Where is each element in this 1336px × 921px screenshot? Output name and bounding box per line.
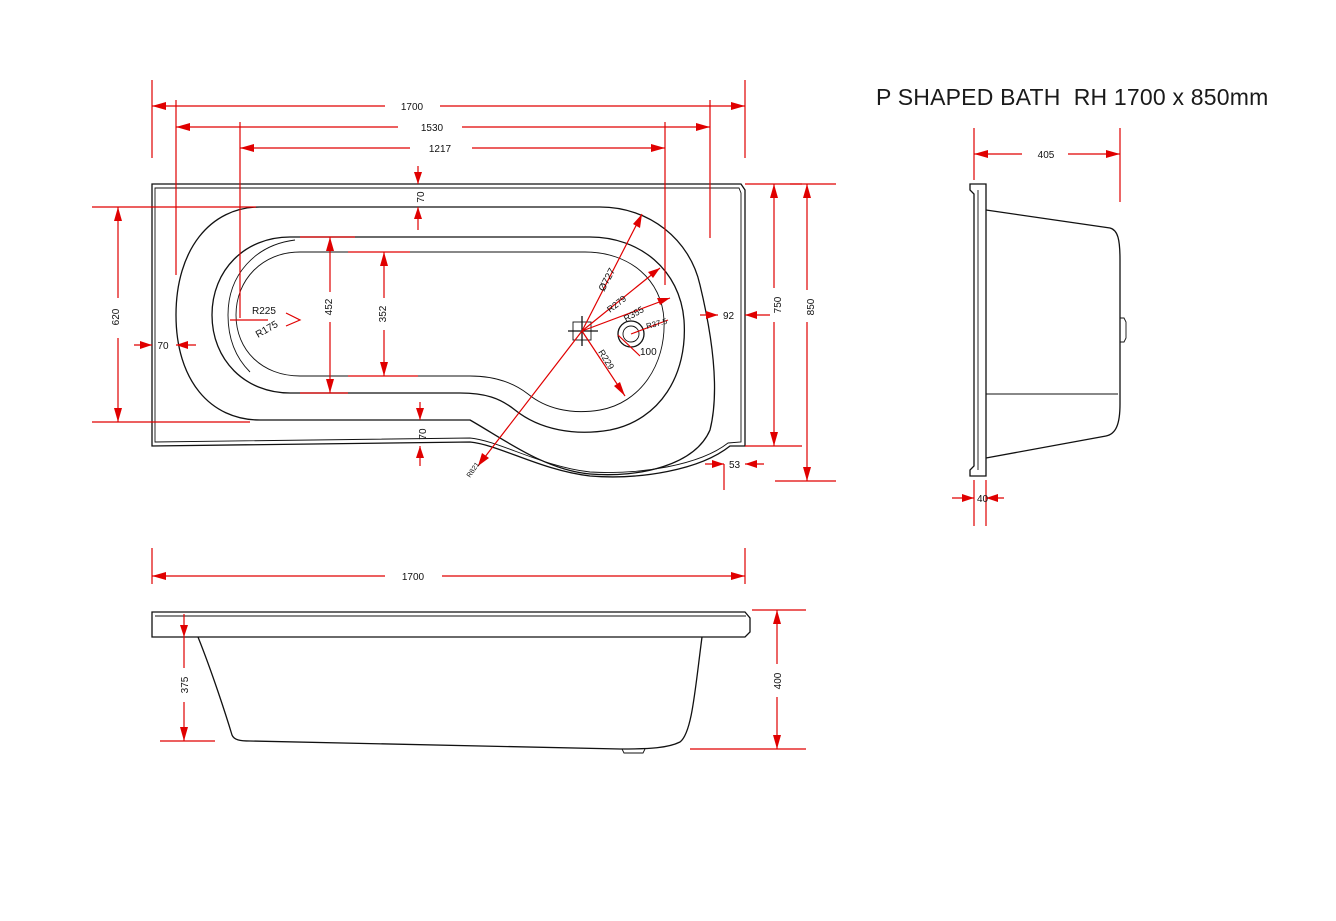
dim-70-bottom-label: 70 xyxy=(418,428,429,440)
end-body xyxy=(985,209,1121,459)
plan-rim-inner-edge xyxy=(154,187,742,473)
dim-waste-100-label: 100 xyxy=(640,347,657,358)
dim-1700-label: 1700 xyxy=(401,102,424,113)
dim-400-label: 400 xyxy=(773,672,784,689)
dim-620-label: 620 xyxy=(111,308,122,325)
dim-53-label: 53 xyxy=(729,460,741,471)
dim-352-label: 352 xyxy=(378,305,389,322)
plan-view: 1700 1530 1217 70 xyxy=(92,80,836,490)
dim-1700-side: 1700 xyxy=(151,548,746,584)
dim-40-label: 40 xyxy=(977,494,989,505)
plan-bowl-outer xyxy=(175,206,716,476)
plan-outer-rim xyxy=(151,183,746,478)
dim-70-top-label: 70 xyxy=(416,191,427,203)
end-waste xyxy=(1120,317,1127,343)
dim-1700-side-label: 1700 xyxy=(402,572,425,583)
dim-70-top: 70 xyxy=(414,166,427,230)
dim-352: 352 xyxy=(348,251,418,377)
plan-bowl-ledge xyxy=(211,236,686,433)
dim-r229-label: R229 xyxy=(596,348,616,372)
dim-375: 375 xyxy=(160,614,215,742)
dim-40: 40 xyxy=(952,480,1004,526)
plan-bowl-base xyxy=(235,251,665,413)
dim-waste-100: 100 xyxy=(617,334,657,358)
dim-1700-top: 1700 xyxy=(151,80,746,158)
dim-d727-label: Ø727 xyxy=(597,266,618,293)
dim-452-label: 452 xyxy=(324,298,335,315)
end-elevation: 405 40 xyxy=(952,128,1127,526)
dim-1530: 1530 xyxy=(175,100,711,275)
centre-mark-box xyxy=(572,321,592,341)
plan-bowl-base-inner xyxy=(227,239,296,373)
dim-405: 405 xyxy=(973,128,1121,202)
dim-1217: 1217 xyxy=(239,122,666,318)
dim-92-label: 92 xyxy=(723,311,735,322)
dim-850-label: 850 xyxy=(806,298,817,315)
dim-70-left-label: 70 xyxy=(157,341,169,352)
dim-r225-label: R225 xyxy=(252,306,276,317)
dim-375-label: 375 xyxy=(180,676,191,693)
side-rim xyxy=(151,611,751,638)
dim-53: 53 xyxy=(705,460,764,490)
drawing-title: P SHAPED BATH RH 1700 x 850mm xyxy=(876,84,1269,110)
dim-r375-label: R37.5 xyxy=(645,317,668,331)
dim-1217-label: 1217 xyxy=(429,144,452,155)
dim-400: 400 xyxy=(690,609,806,750)
dim-92: 92 xyxy=(700,311,770,322)
side-body xyxy=(197,636,703,750)
end-rim xyxy=(969,183,987,477)
dim-620: 620 xyxy=(92,206,256,423)
dim-750-label: 750 xyxy=(773,296,784,313)
dim-70-bottom: 70 xyxy=(416,402,429,466)
waste-inner xyxy=(622,325,640,343)
dim-452: 452 xyxy=(300,236,355,394)
dim-70-left: 70 xyxy=(134,341,196,352)
dim-405-label: 405 xyxy=(1038,150,1055,161)
side-elevation: 1700 375 400 xyxy=(151,548,806,754)
dim-r175-label: R175 xyxy=(254,319,281,341)
dim-1530-label: 1530 xyxy=(421,123,444,134)
dim-r821-label: R821 xyxy=(466,461,481,479)
side-waste xyxy=(621,748,646,754)
dim-850: 850 xyxy=(775,183,836,482)
